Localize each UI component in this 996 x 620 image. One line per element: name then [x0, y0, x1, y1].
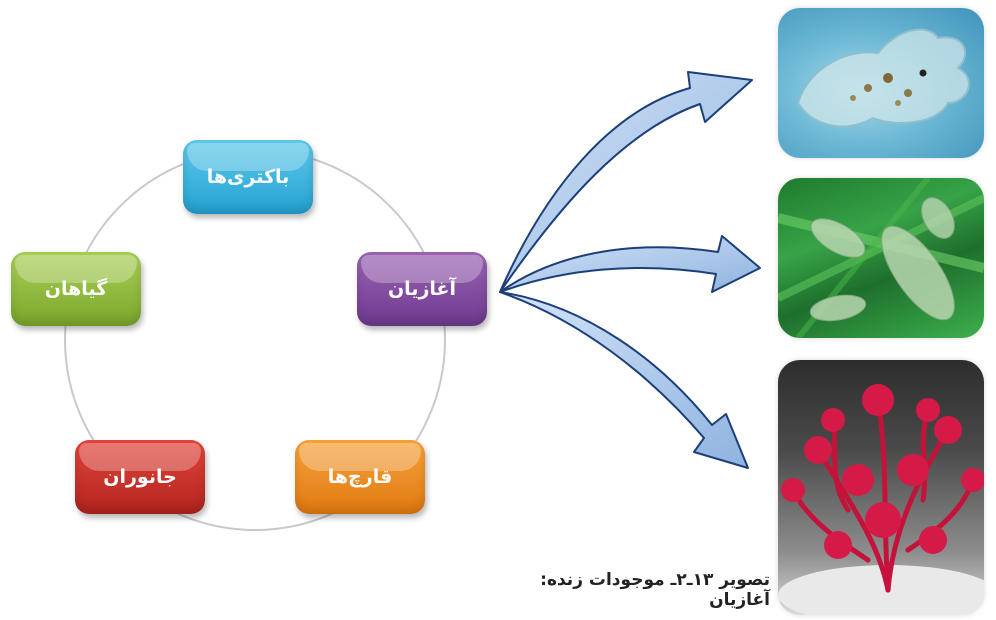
red-algae-illustration [778, 384, 984, 615]
amoeba-photo [778, 8, 984, 158]
node-bacteria: باکتری‌ها [183, 140, 313, 214]
node-fungi-label: قارچ‌ها [327, 466, 393, 488]
figure-caption: تصویر ۱۳ـ۲ـ موجودات زنده: آغازیان [540, 570, 770, 610]
node-animals-label: جانوران [103, 466, 177, 488]
node-fungi: قارچ‌ها [295, 440, 425, 514]
arrow-to-amoeba [499, 71, 753, 293]
node-plants: گیاهان [11, 252, 141, 326]
node-protists-label: آغازیان [387, 278, 457, 300]
amoeba-illustration [796, 28, 970, 128]
paramecium-photo [778, 178, 984, 338]
node-bacteria-label: باکتری‌ها [206, 166, 290, 188]
arrow-to-paramecium [499, 235, 761, 293]
node-plants-label: گیاهان [44, 278, 108, 300]
red-algae-photo [778, 360, 984, 615]
node-protists: آغازیان [357, 252, 487, 326]
arrow-to-algae [499, 291, 749, 469]
paramecium-illustration [778, 178, 984, 338]
node-animals: جانوران [75, 440, 205, 514]
